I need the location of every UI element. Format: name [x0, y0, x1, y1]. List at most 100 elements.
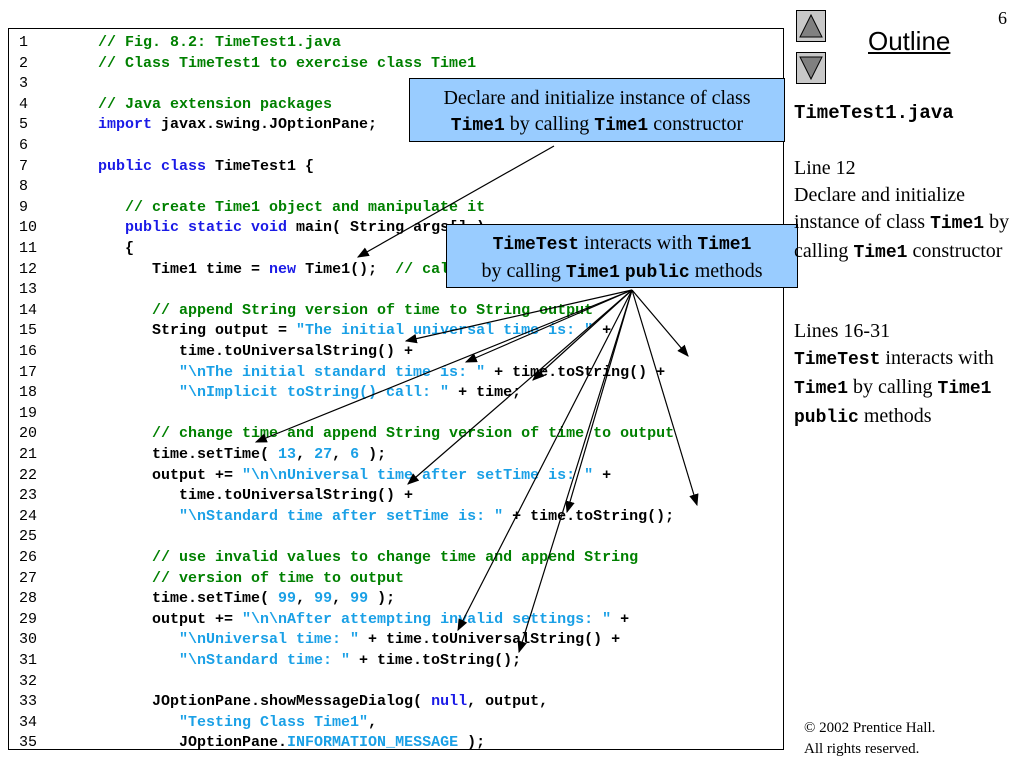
code-token: ); [359, 446, 387, 463]
code-line: 27 // version of time to output [9, 569, 783, 589]
code-text: "\nUniversal time: " + time.toUniversalS… [71, 630, 620, 650]
line-number: 5 [19, 116, 29, 134]
code-text: // Java extension packages [71, 95, 332, 115]
code-text: "\nStandard time after setTime is: " + t… [71, 507, 674, 527]
code-token: JOptionPane. [71, 734, 288, 750]
callout-class-name: Time1 [565, 263, 620, 283]
next-slide-button[interactable] [796, 52, 826, 84]
code-token: javax.swing.JOptionPane; [152, 116, 378, 134]
code-line: 5 import javax.swing.JOptionPane; [9, 115, 783, 135]
code-text: time.toUniversalString() + [71, 342, 413, 362]
code-token: , [332, 590, 351, 608]
code-token: , [368, 713, 378, 731]
line-number: 20 [19, 425, 38, 443]
line-number: 1 [19, 34, 29, 51]
code-line: 13 [9, 280, 783, 300]
code-text: "Testing Class Time1", [71, 713, 377, 733]
code-token: { [71, 240, 135, 257]
note-text: methods [858, 405, 932, 427]
line-number: 19 [19, 404, 38, 422]
previous-slide-button[interactable] [796, 10, 826, 42]
note-class-name: Time1 [937, 379, 992, 399]
callout-class-name: Time1 [594, 116, 649, 136]
code-token: "\nStandard time: " [71, 652, 351, 669]
code-text: // create Time1 object and manipulate it [71, 198, 485, 218]
code-token: + time.toString(); [503, 507, 675, 525]
code-text: // change time and append String version… [71, 424, 674, 444]
code-token: Time1(); [296, 260, 396, 278]
line-number: 6 [19, 137, 29, 154]
line-number: 29 [19, 610, 38, 628]
line-number: 23 [19, 487, 38, 505]
line-number: 30 [19, 631, 38, 649]
line-number: 33 [19, 693, 38, 711]
code-text: String output = "The initial universal t… [71, 321, 611, 341]
callout-text: Declare and initialize instance of class [443, 87, 751, 109]
line-number: 17 [19, 363, 38, 381]
code-text: time.toUniversalString() + [71, 486, 413, 506]
code-line: 2 // Class TimeTest1 to exercise class T… [9, 54, 783, 74]
code-line: 14 // append String version of time to S… [9, 301, 783, 321]
line-number: 26 [19, 549, 38, 566]
code-token: "\nThe initial standard time is: " [71, 363, 486, 381]
note-text: by calling [848, 376, 938, 398]
code-token: + [593, 322, 612, 340]
code-text: // Fig. 8.2: TimeTest1.java [71, 33, 341, 53]
code-token: 99 [278, 590, 297, 608]
code-token: 27 [314, 446, 333, 463]
code-line: 34 "Testing Class Time1", [9, 713, 783, 733]
code-token: // Java extension packages [71, 95, 333, 113]
code-text: "\nThe initial standard time is: " + tim… [71, 363, 665, 383]
code-line: 23 time.toUniversalString() + [9, 486, 783, 506]
code-text: "\nImplicit toString() call: " + time; [71, 383, 521, 403]
line-number: 16 [19, 343, 38, 360]
code-token: "Testing Class Time1" [71, 713, 369, 731]
outline-link[interactable]: Outline [868, 26, 951, 56]
code-text: JOptionPane.INFORMATION_MESSAGE ); [71, 733, 485, 750]
line-number: 12 [19, 260, 38, 278]
code-text: time.setTime( 13, 27, 6 ); [71, 445, 386, 465]
code-line: 22 output += "\n\nUniversal time after s… [9, 466, 783, 486]
code-text: "\nStandard time: " + time.toString(); [71, 651, 521, 671]
line-number: 18 [19, 384, 38, 402]
code-line: 29 output += "\n\nAfter attempting inval… [9, 610, 783, 630]
code-line: 21 time.setTime( 13, 27, 6 ); [9, 445, 783, 465]
callout-text: constructor [648, 113, 744, 135]
code-line: 19 [9, 404, 783, 424]
line-number: 32 [19, 672, 38, 690]
note-keyword: public [794, 408, 859, 428]
code-token: , output, [467, 693, 549, 711]
callout-interacts: TimeTest interacts with Time1 by calling… [446, 224, 798, 288]
code-line: 11 { [9, 239, 783, 259]
callout-text: interacts with [579, 232, 698, 254]
code-token: time.setTime( [71, 590, 279, 608]
code-text: public class TimeTest1 { [71, 157, 314, 177]
code-token: + time.toUniversalString() + [359, 631, 621, 649]
triangle-up-icon [799, 13, 823, 38]
page-number: 6 [998, 8, 1007, 28]
code-text: time.setTime( 99, 99, 99 ); [71, 589, 395, 609]
code-token: "The initial universal time is: " [296, 322, 594, 340]
code-text: output += "\n\nUniversal time after setT… [71, 466, 611, 486]
code-token: output += [71, 466, 243, 484]
code-line: 26 // use invalid values to change time … [9, 548, 783, 568]
note-class-name: Time1 [853, 243, 908, 263]
code-token: "\n\nUniversal time after setTime is: " [242, 466, 594, 484]
code-token: + time.toString() + [485, 363, 666, 381]
line-number: 21 [19, 446, 38, 463]
line-number: 31 [19, 652, 38, 669]
note-title: Line 12 [794, 157, 856, 179]
note-class-name: Time1 [930, 214, 985, 234]
code-token: "\n\nAfter attempting invalid settings: … [242, 610, 612, 628]
code-token: + time; [449, 384, 522, 402]
line-number: 35 [19, 734, 38, 750]
code-token: , [296, 446, 315, 463]
code-token: // change time and append String version… [71, 425, 675, 443]
note-text: constructor [907, 240, 1003, 262]
code-token: // version of time to output [71, 569, 405, 587]
code-token: , [296, 590, 315, 608]
code-token: // append String version of time to Stri… [71, 301, 594, 319]
copyright-line: © 2002 Prentice Hall. [804, 720, 936, 736]
line-number: 14 [19, 301, 38, 319]
callout-text: methods [689, 260, 763, 282]
